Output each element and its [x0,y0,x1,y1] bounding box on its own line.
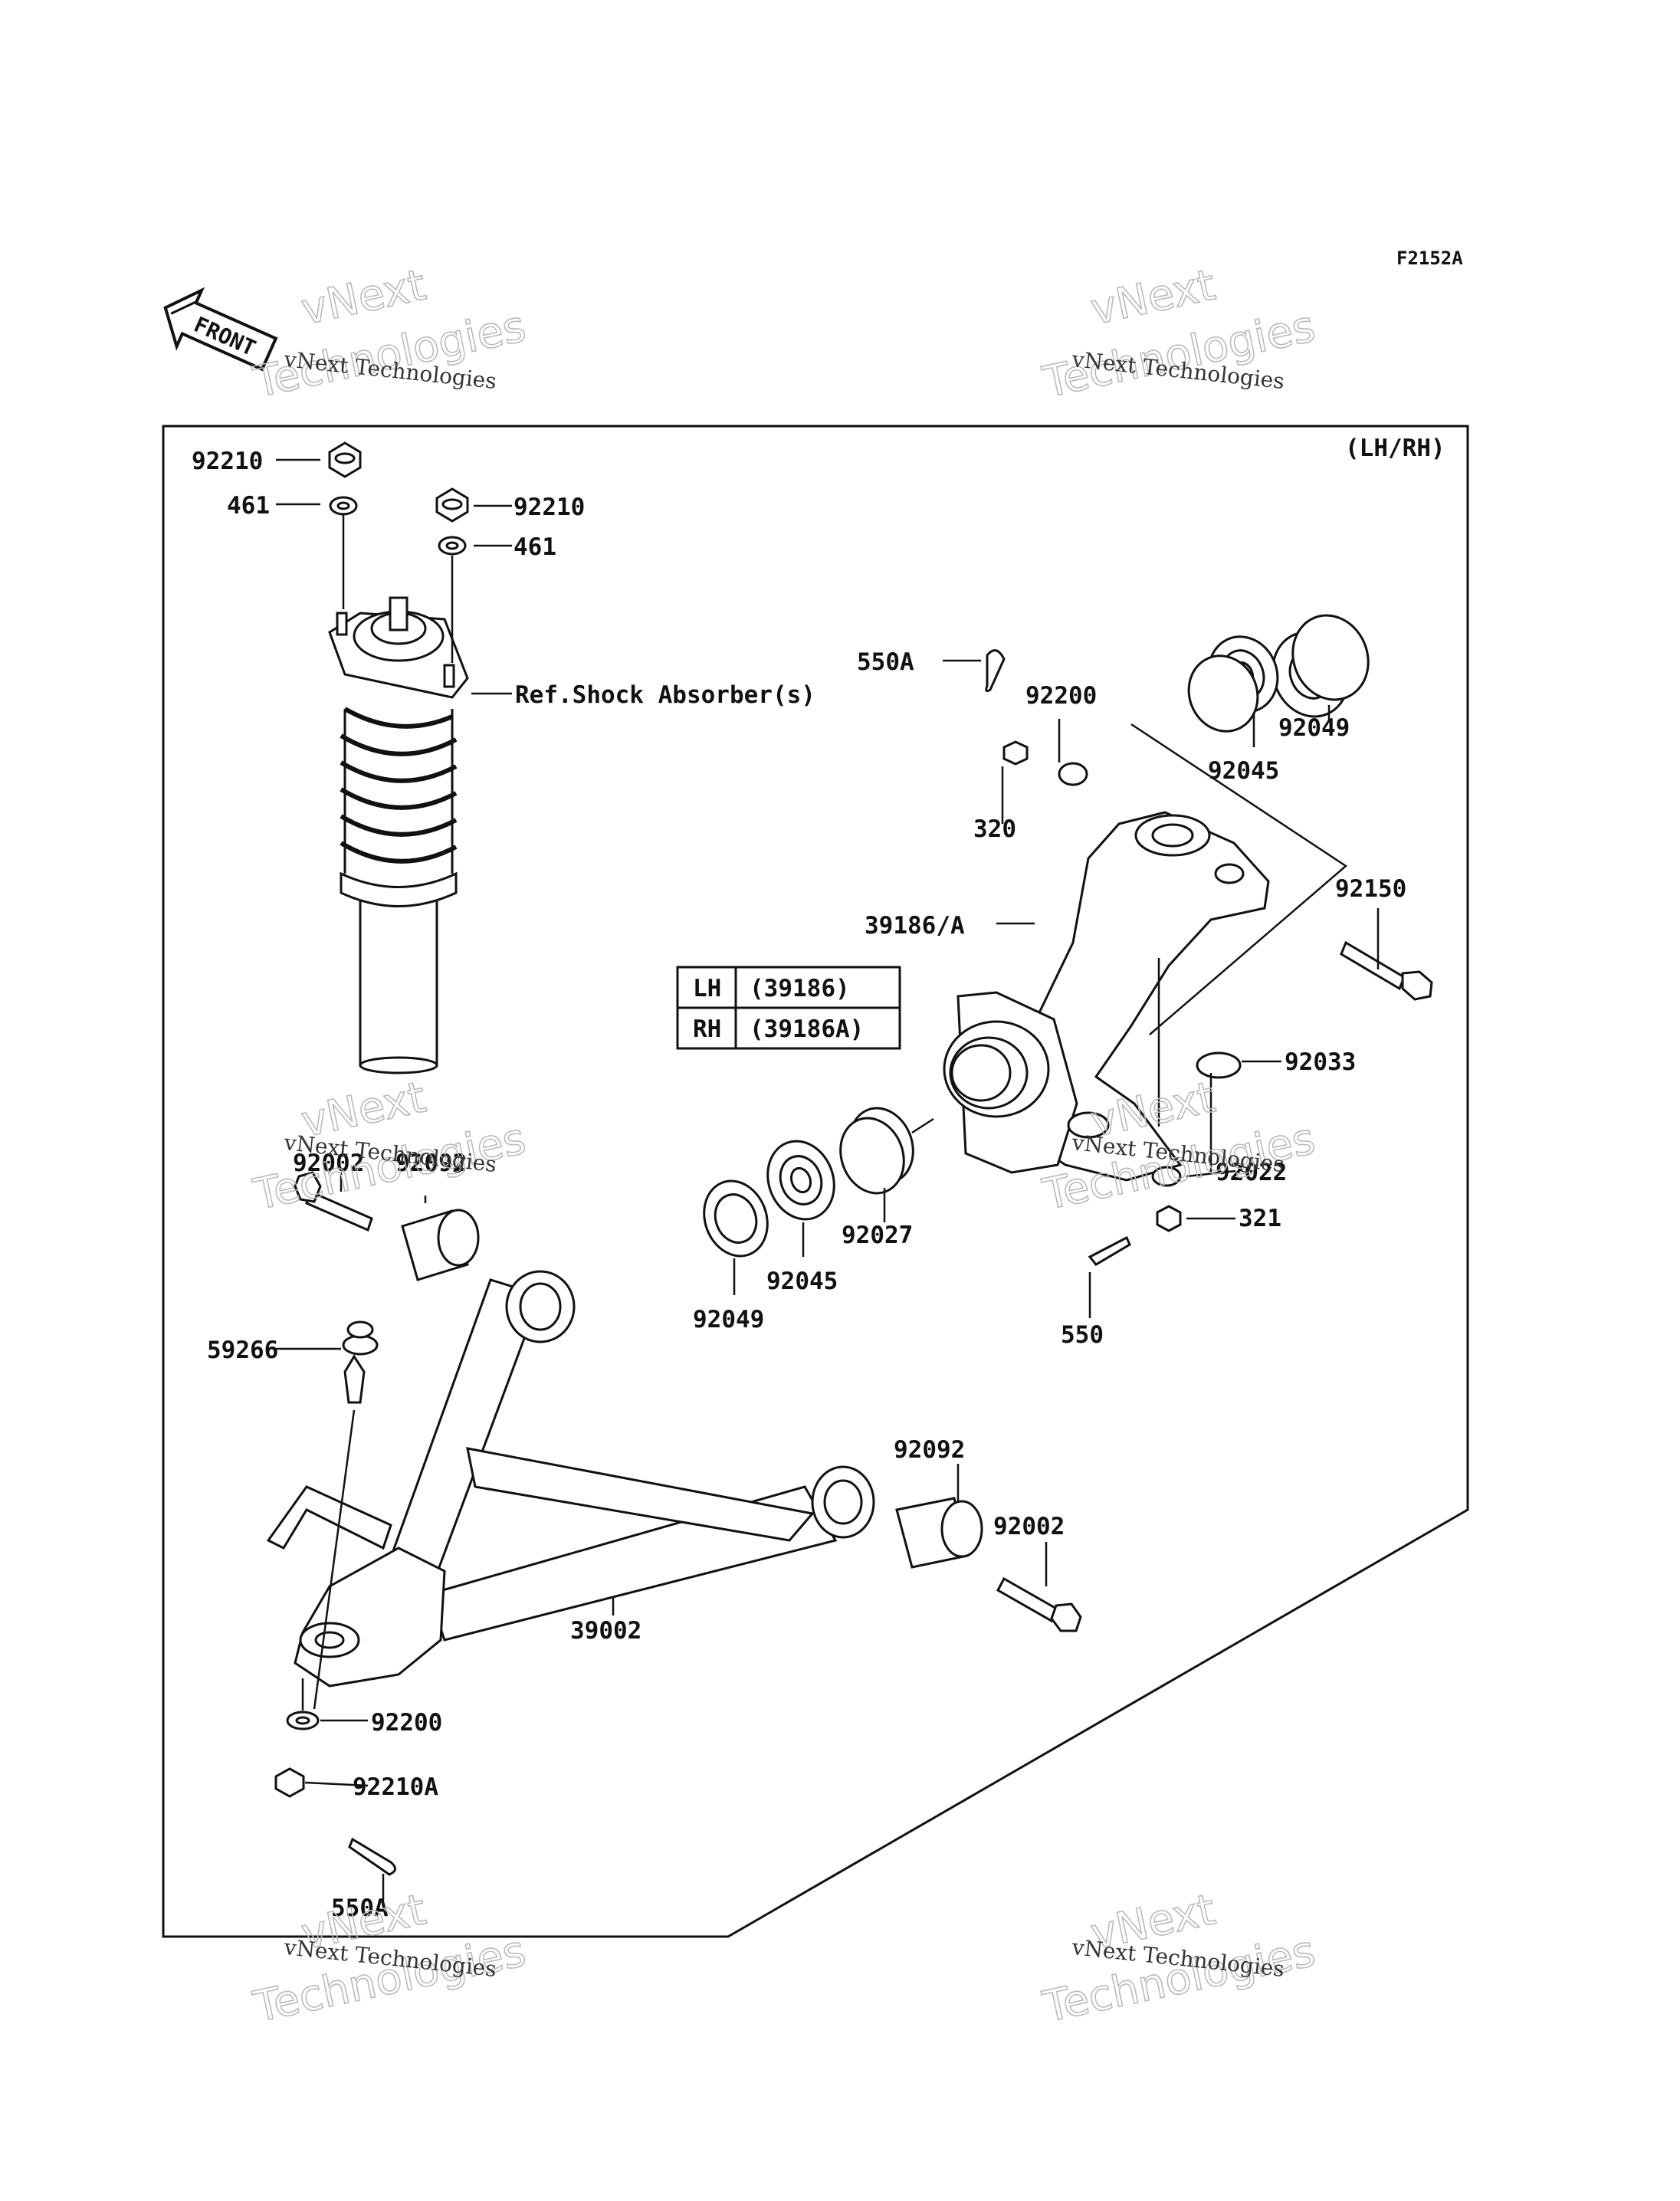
reference-note: Ref.Shock Absorber(s) [515,681,815,709]
part-label: 92002 [293,1150,364,1177]
small-fasteners-drawing [985,649,1242,1266]
watermark-line1: vNext [297,260,431,335]
part-label: 321 [1239,1205,1281,1232]
bottom-fasteners-drawing [274,1711,396,1876]
lower-bearing-seal-drawing [703,1107,914,1258]
diagram-frame [162,425,1469,1938]
part-label: 92045 [1208,757,1279,785]
part-label: 550 [1061,1321,1104,1349]
part-label: 92045 [766,1268,838,1295]
variant-row-side: RH [693,1015,721,1043]
part-label: 92210A [353,1773,438,1801]
part-label: 461 [514,533,556,561]
variant-table: LH (39186) RH (39186A) [676,966,901,1050]
part-label: 92200 [1025,682,1097,710]
part-label: 39186/A [865,912,965,940]
lower-a-arm-drawing [266,1270,875,1688]
steering-knuckle-drawing [943,811,1270,1182]
variant-row-part: (39186) [750,975,850,1002]
part-label: 461 [227,492,270,520]
bolt-92150-drawing [1340,940,1433,1001]
part-label: 92092 [395,1150,467,1177]
figure-code: F2152A [1396,248,1463,269]
leader-lines [276,458,1380,1901]
bushings-bolts-drawing [294,1171,1082,1632]
part-label: 92200 [371,1709,442,1737]
part-label: 92002 [993,1513,1065,1540]
part-label: 92049 [693,1306,764,1333]
part-label: 92150 [1335,875,1406,903]
variant-note: (LH/RH) [1345,435,1445,462]
watermark: vNext Technologies [248,1072,530,1221]
part-label: 92092 [894,1436,965,1464]
part-label: 92022 [1216,1159,1287,1186]
watermark-line1: vNext [1087,260,1220,335]
part-label: 92210 [514,494,585,521]
upper-left-nut-washer [328,441,362,516]
part-label: 550A [331,1894,389,1922]
upper-bearing-seal-drawing [1187,614,1370,733]
upper-right-nut-washer [435,487,469,556]
part-label: 92033 [1285,1048,1356,1076]
part-label: 92049 [1278,714,1350,742]
part-label: 92027 [842,1222,913,1249]
part-label: 59266 [207,1337,278,1364]
part-label: 39002 [570,1617,641,1645]
variant-row-side: LH [693,975,721,1002]
part-label: 550A [857,648,914,676]
part-label: 320 [973,815,1016,843]
part-labels: 92210 461 92210 461 Ref.Shock Absorber(s… [192,448,1406,1922]
shock-absorber-drawing [328,596,469,1074]
variant-row-part: (39186A) [750,1015,864,1043]
part-label: 92210 [192,448,263,475]
